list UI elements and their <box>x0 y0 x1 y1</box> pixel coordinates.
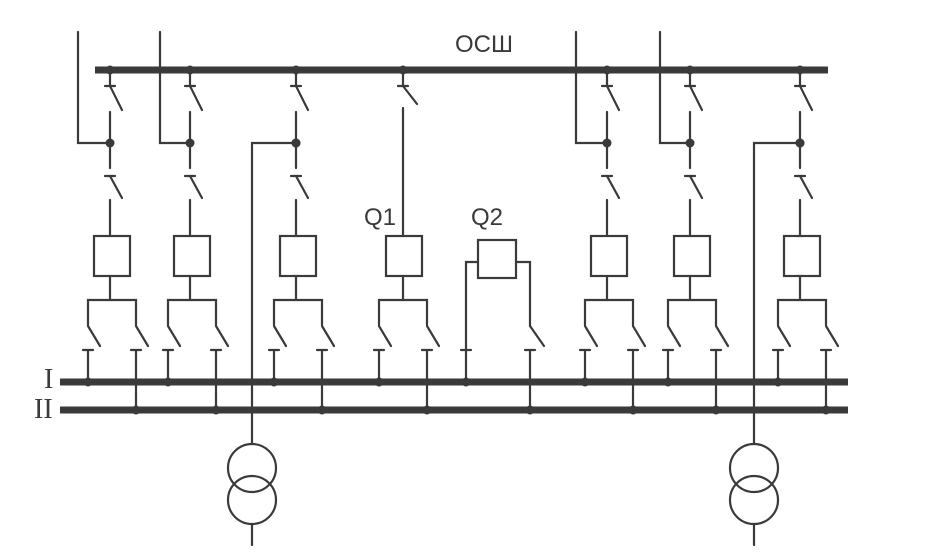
bus-2-disconnector-blade <box>824 324 840 348</box>
line-disconnector-blade <box>108 174 124 200</box>
bus-1-node <box>374 377 384 387</box>
bus-1-node <box>663 377 673 387</box>
bypass-tap-node <box>291 65 301 75</box>
bypass-tap-node <box>105 65 115 75</box>
bus-1-disconnector-blade <box>583 324 599 348</box>
bypass-bus-label: ОСШ <box>455 31 513 58</box>
bus-2-label: II <box>34 394 53 425</box>
bus-2-node <box>525 405 535 415</box>
bus-1-disconnector-blade <box>776 324 792 348</box>
breaker-q2 <box>476 238 518 280</box>
bay-breaker <box>92 234 132 278</box>
bay-junction-node <box>685 138 695 148</box>
feeder-line <box>76 30 112 145</box>
bus-1-node <box>580 377 590 387</box>
selector-fork <box>377 298 429 327</box>
bypass-disconnector-blade <box>605 84 621 112</box>
bypass-disconnector-blade <box>294 84 310 112</box>
bus-1-disconnector-blade <box>86 324 102 348</box>
bus-2-disconnector-blade <box>714 324 730 348</box>
selector-fork <box>272 298 324 327</box>
bus-1-disconnector-blade <box>666 324 682 348</box>
bypass-tap-node <box>685 65 695 75</box>
selector-fork <box>86 298 138 327</box>
bus-2-node <box>711 405 721 415</box>
feeder-line <box>658 30 692 145</box>
selector-fork <box>776 298 828 327</box>
bay-breaker <box>172 234 212 278</box>
bay-junction-node <box>291 138 301 148</box>
bay-breaker <box>278 234 318 278</box>
transformer-winding-1 <box>226 442 278 494</box>
bay-junction-node <box>185 138 195 148</box>
transformer-winding-2 <box>728 474 780 526</box>
coupler-wire <box>514 260 532 328</box>
bus-1-node <box>83 377 93 387</box>
bay-breaker <box>589 234 629 278</box>
bypass-disconnector-blade <box>798 84 814 112</box>
bypass-disconnector-blade <box>688 84 704 112</box>
breaker-q1-label: Q1 <box>364 204 397 231</box>
line-disconnector-blade <box>798 174 814 200</box>
feeder-line <box>574 30 609 145</box>
bus-1-node <box>269 377 279 387</box>
breaker-q1 <box>384 234 424 278</box>
bus-2-node <box>131 405 141 415</box>
line-disconnector-blade <box>605 174 621 200</box>
bus-2-disconnector-blade <box>134 324 150 348</box>
bus-1-node <box>773 377 783 387</box>
bus-2-disconnector-blade <box>320 324 336 348</box>
bus-1-disconnector-blade <box>377 324 393 348</box>
bypass-disconnector-blade <box>188 84 204 112</box>
feeder-line <box>158 30 192 145</box>
breaker-q2-label: Q2 <box>471 204 504 231</box>
bypass-disconnector-blade <box>401 84 419 106</box>
coupler-wire <box>464 260 480 352</box>
bus-2-node <box>211 405 221 415</box>
bus-2-node <box>317 405 327 415</box>
bay-junction-node <box>795 138 805 148</box>
line-disconnector-blade <box>294 174 310 200</box>
bus-2-node <box>422 405 432 415</box>
transformer-winding-2 <box>226 474 278 526</box>
transformer-winding-1 <box>728 442 780 494</box>
bus-2-node <box>628 405 638 415</box>
selector-fork <box>166 298 218 327</box>
bus-2-disconnector-blade <box>214 324 230 348</box>
selector-fork <box>666 298 718 327</box>
bay-junction-node <box>602 138 612 148</box>
line-disconnector-blade <box>688 174 704 200</box>
bus-1-disconnector-blade <box>166 324 182 348</box>
bus-1-label: I <box>44 364 54 395</box>
bypass-tap-node <box>398 65 408 75</box>
transformer-lead <box>250 141 298 446</box>
bypass-disconnector-blade <box>108 84 124 112</box>
bypass-tap-node <box>185 65 195 75</box>
bus-1-node <box>163 377 173 387</box>
bypass-tap-node <box>795 65 805 75</box>
bypass-tap-node <box>602 65 612 75</box>
bus-2-disconnector-blade <box>425 324 441 348</box>
bus-1-node <box>461 377 471 387</box>
line-disconnector-blade <box>188 174 204 200</box>
bus-1-disconnector-blade <box>272 324 288 348</box>
bay-breaker <box>672 234 712 278</box>
bay-junction-node <box>105 138 115 148</box>
transformer-lead <box>752 141 802 446</box>
coupler-disconnector-blade <box>528 324 546 348</box>
selector-fork <box>583 298 635 327</box>
bay-breaker <box>782 234 822 278</box>
bus-2-node <box>821 405 831 415</box>
bus-2-disconnector-blade <box>631 324 647 348</box>
